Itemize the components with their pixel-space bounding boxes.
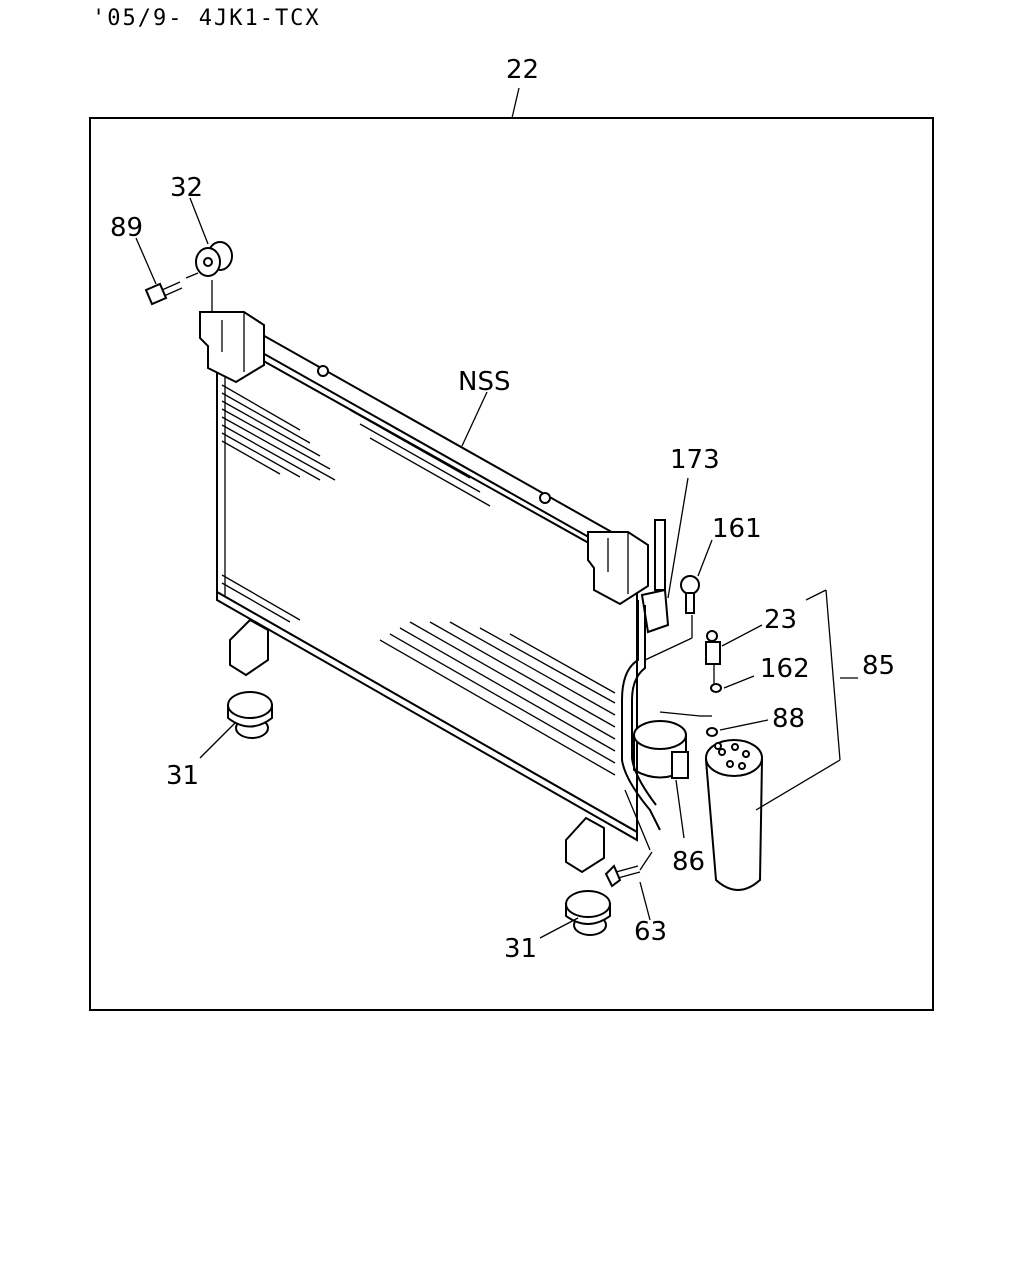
cushion-31-right <box>565 890 611 936</box>
assembly-frame <box>89 117 934 1011</box>
callout-173: 173 <box>670 445 720 475</box>
leader-22 <box>511 87 520 119</box>
bracket-top-left <box>199 311 265 384</box>
bracket-top-right <box>587 531 649 606</box>
bolt-161 <box>680 575 700 614</box>
bolt-63 <box>604 864 641 888</box>
receiver-drier <box>704 739 764 891</box>
oring-162 <box>710 683 722 693</box>
callout-23: 23 <box>764 605 797 635</box>
callout-32: 32 <box>170 173 203 203</box>
foot-right <box>565 816 605 874</box>
callout-31-left: 31 <box>166 761 199 791</box>
fin-hatching-bottom <box>221 574 616 776</box>
condenser-core <box>216 318 641 842</box>
leader-lines <box>135 197 858 939</box>
side-pipe-173 <box>621 519 670 831</box>
model-code-header: '05/9- 4JK1-TCX <box>92 6 321 31</box>
callout-162: 162 <box>760 654 810 684</box>
callout-nss: NSS <box>458 367 510 397</box>
callout-63: 63 <box>634 917 667 947</box>
callout-89: 89 <box>110 213 143 243</box>
oring-88 <box>706 727 718 737</box>
callout-88: 88 <box>772 704 805 734</box>
cushion-32 <box>195 241 233 277</box>
callout-31-right: 31 <box>504 934 537 964</box>
receiver-bracket-86 <box>633 720 689 779</box>
callout-85: 85 <box>862 651 895 681</box>
bolt-89 <box>144 281 183 306</box>
cushion-31-left <box>227 691 273 739</box>
pressure-switch-23 <box>705 630 721 665</box>
fin-hatching-top <box>221 384 491 507</box>
foot-left <box>229 618 269 677</box>
callout-161: 161 <box>712 514 762 544</box>
callout-86: 86 <box>672 847 705 877</box>
callout-22: 22 <box>506 55 539 85</box>
